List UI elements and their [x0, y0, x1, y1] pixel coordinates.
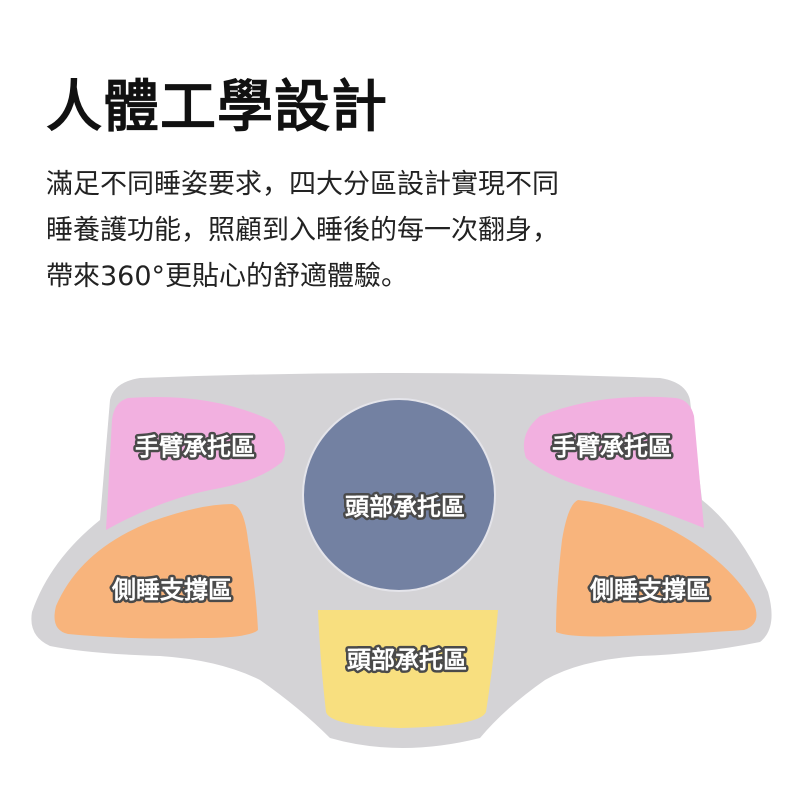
label-side-right: 側睡支撐區: [589, 576, 710, 604]
arm-zone-right: [523, 396, 704, 528]
label-arm-right: 手臂承托區: [552, 433, 672, 461]
page-title: 人體工學設計: [46, 75, 388, 140]
description: 滿足不同睡姿要求，四大分區設計實現不同 睡養護功能，照顧到入睡後的每一次翻身， …: [46, 162, 746, 300]
description-line-2: 睡養護功能，照顧到入睡後的每一次翻身，: [46, 215, 559, 246]
side-zone-right: [556, 500, 757, 637]
label-head-bottom: 頭部承托區: [347, 646, 467, 674]
head-zone-circle: [302, 398, 496, 592]
description-line-1: 滿足不同睡姿要求，四大分區設計實現不同: [46, 169, 559, 200]
arm-zone-left: [106, 396, 286, 530]
label-side-left: 側睡支撐區: [111, 576, 232, 604]
label-head-center: 頭部承托區: [345, 493, 465, 521]
description-line-3: 帶來360°更貼心的舒適體驗。: [46, 261, 409, 292]
side-zone-left: [54, 504, 258, 639]
label-arm-left: 手臂承托區: [135, 433, 255, 461]
neck-zone-bottom: [318, 610, 498, 728]
